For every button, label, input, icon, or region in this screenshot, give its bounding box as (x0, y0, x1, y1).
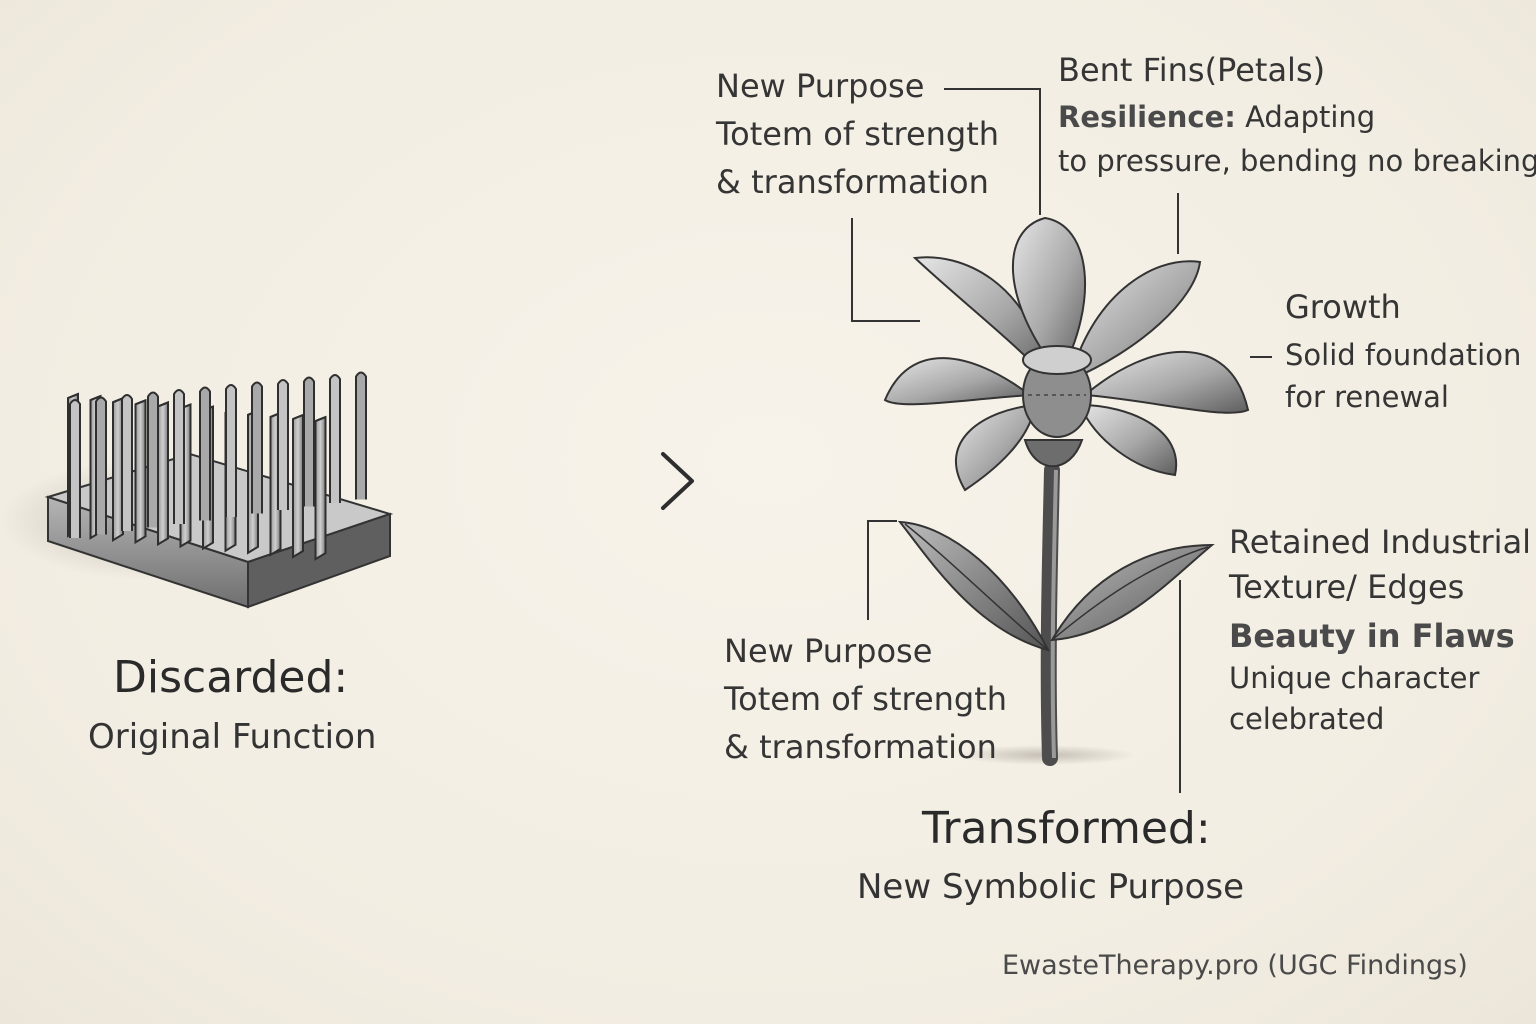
heatsink-icon (0, 371, 394, 609)
heatsink-fin-edge (95, 396, 107, 535)
growth-line2: for renewal (1285, 380, 1449, 414)
growth-line1: Solid foundation (1285, 338, 1522, 372)
callout-lines (851, 88, 1272, 793)
new-purpose-top-line2: Totem of strength (716, 115, 1000, 153)
bent-fins-line1: Resilience: Adapting (1058, 100, 1375, 135)
new-purpose-top-line3: & transformation (716, 163, 989, 201)
bent-fins-title: Bent Fins(Petals) (1058, 51, 1326, 89)
footer-source: EwasteTherapy.pro (UGC Findings) (1002, 950, 1468, 981)
heatsink-fin-edge (225, 384, 237, 517)
retained-line2: Texture/ Edges (1229, 568, 1465, 606)
retained-line1: Retained Industrial (1229, 523, 1532, 561)
beauty-in-flaws-label: Beauty in Flaws (1229, 617, 1515, 655)
flower-icon (883, 216, 1250, 766)
callout-line-bottom-left (867, 520, 897, 620)
bent-fins-line2: to pressure, bending no breaking (1058, 144, 1536, 178)
discarded-title: Discarded: (113, 652, 349, 703)
retained-line4: celebrated (1229, 702, 1385, 736)
heatsink-fin (292, 413, 304, 559)
heatsink-fin-edge (355, 371, 367, 500)
transformed-subtitle: New Symbolic Purpose (857, 867, 1245, 907)
heatsink-fin-edge (69, 399, 81, 538)
heatsink-fin (314, 415, 327, 561)
heatsink-fin-edge (303, 376, 315, 507)
new-purpose-bottom-line3: & transformation (724, 728, 997, 766)
new-purpose-bottom-line2: Totem of strength (724, 680, 1008, 718)
discarded-subtitle: Original Function (88, 717, 377, 757)
growth-title: Growth (1285, 288, 1401, 326)
heatsink-fin-edge (251, 381, 263, 514)
callout-line-top-left (944, 88, 1041, 215)
callout-line-top-left-lower (851, 218, 920, 322)
new-purpose-bottom-title: New Purpose (724, 632, 933, 670)
resilience-label: Resilience: (1058, 100, 1236, 134)
arrow-right-icon (470, 452, 694, 510)
heatsink-fin-edge (329, 374, 341, 503)
transformed-title: Transformed: (922, 803, 1211, 854)
heatsink-fin (157, 400, 169, 547)
bent-fins-line1-rest: Adapting (1235, 100, 1376, 134)
new-purpose-top-title: New Purpose (716, 67, 925, 105)
heatsink-fin-edge (121, 394, 133, 531)
retained-line3: Unique character (1229, 661, 1480, 695)
heatsink-fin (134, 398, 147, 545)
heatsink-fin-edge (173, 389, 185, 524)
heatsink-fin-edge (199, 386, 211, 521)
heatsink-fin-edge (277, 379, 289, 510)
heatsink-fin-edge (147, 391, 159, 528)
